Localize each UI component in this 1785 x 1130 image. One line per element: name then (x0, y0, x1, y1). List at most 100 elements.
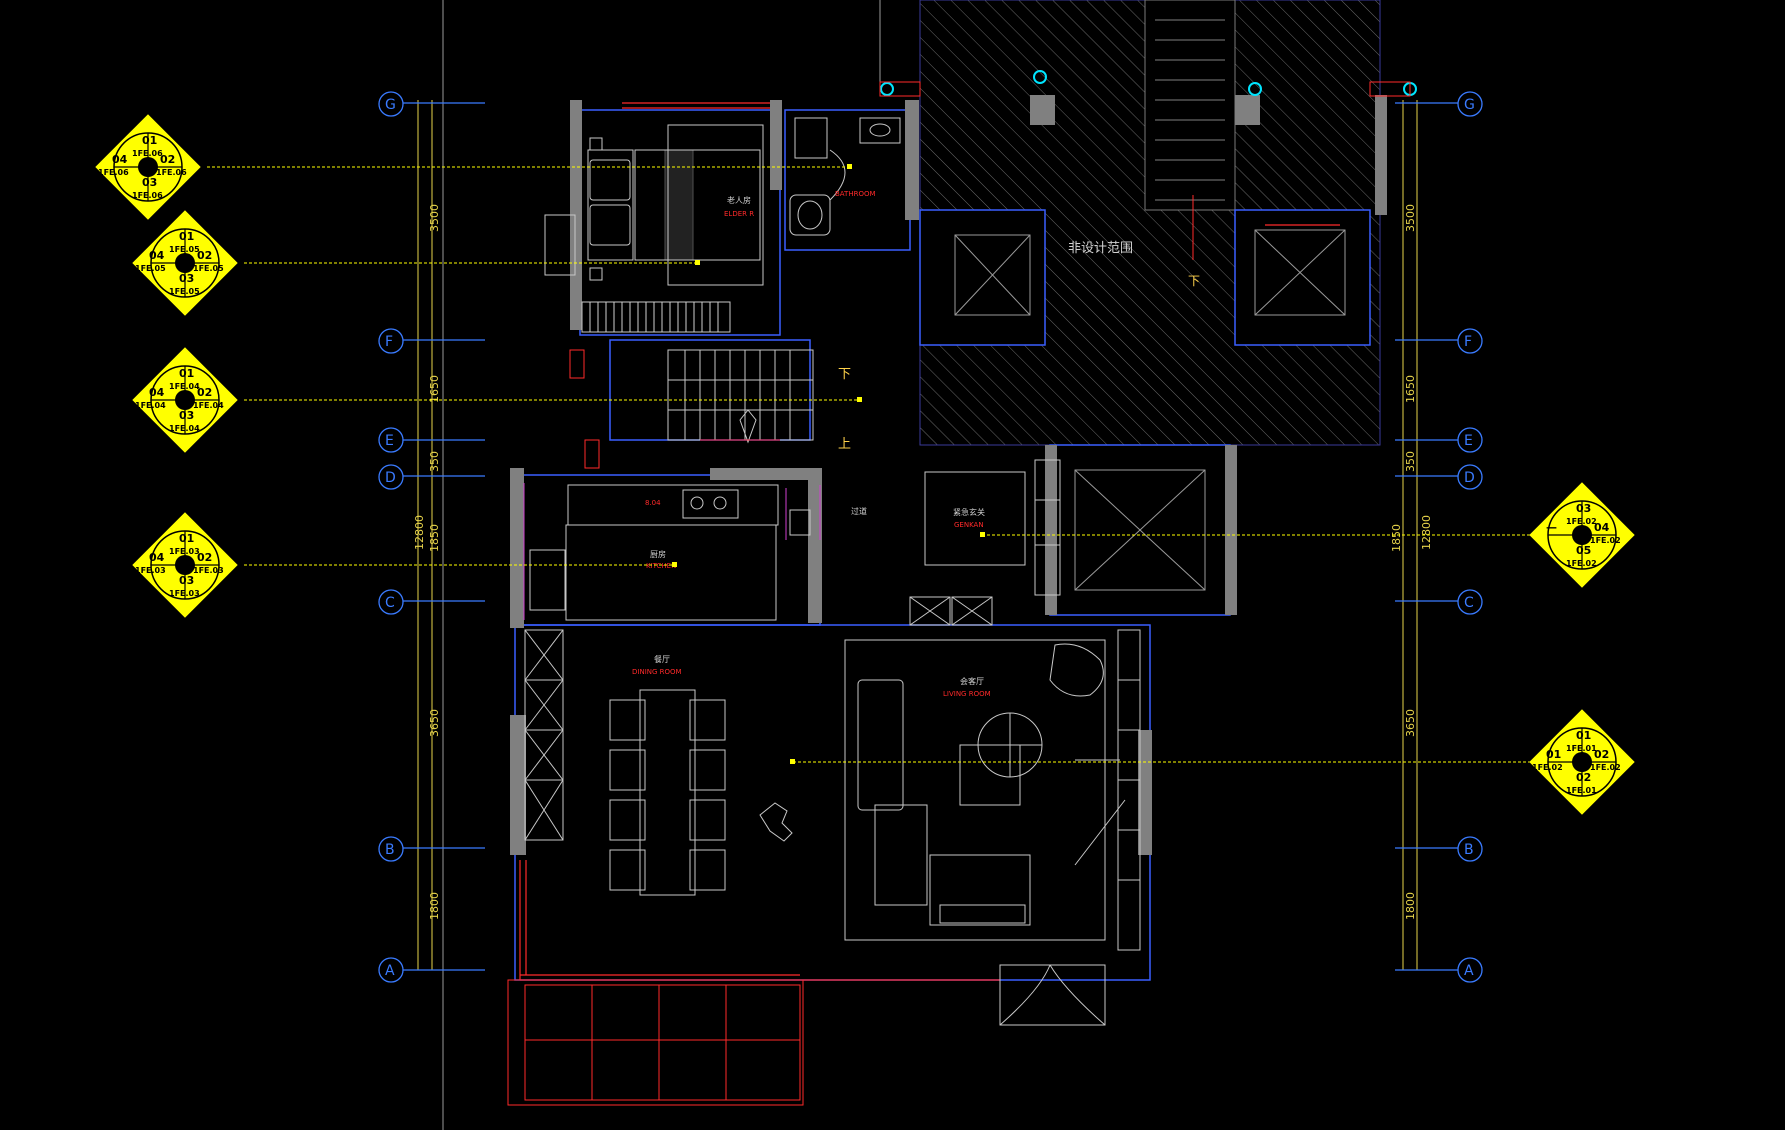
grid-right-a: A (1464, 963, 1474, 979)
genkan-fixtures (909, 459, 1061, 626)
stair-down-label: 下 (838, 367, 851, 382)
tag-number-left: 01 (1546, 748, 1561, 761)
tag-number-left: 04 (149, 551, 165, 564)
dim-left-5: 1800 (428, 892, 441, 920)
tag-ref-top: 1FE.02 (1566, 517, 1597, 526)
non-design-area: 非设计范围 下 (919, 0, 1387, 616)
tag-ref-bottom: 1FE.02 (1566, 559, 1597, 568)
room-labels: 老人房 ELDER R BATHROOM 8.04 厨房 KITCHEN 过道 … (632, 190, 991, 698)
room-dining-cn: 餐厅 (654, 655, 670, 664)
dim-left-0: 3500 (428, 204, 441, 232)
dim-right-5: 1800 (1404, 892, 1417, 920)
tag-ref-bottom: 1FE.05 (169, 287, 200, 296)
grid-right-e: E (1464, 433, 1473, 449)
dim-left-3: 1850 (428, 524, 441, 552)
tag-ref-bottom: 1FE.03 (169, 589, 200, 598)
room-kitchen-en: KITCHEN (646, 562, 676, 570)
dim-left-1: 1650 (428, 375, 441, 403)
tag-ref-top: 1FE.06 (132, 149, 163, 158)
tag-number-left: 04 (112, 153, 128, 166)
tag-number-bottom: 03 (179, 574, 194, 587)
tag-ref-right: 1FE.04 (193, 401, 224, 410)
kitchen-fixtures (529, 484, 811, 621)
grid-right-b: B (1464, 842, 1474, 858)
tag-ref-left: 1FE.03 (135, 566, 166, 575)
room-living-cn: 会客厅 (960, 676, 984, 686)
tag-ref-top: 1FE.04 (169, 382, 200, 391)
sheet-frame (442, 0, 881, 1130)
tag-number-top: 01 (179, 230, 194, 243)
tag-ref-right: 1FE.05 (193, 264, 224, 273)
tag-number-right: 02 (160, 153, 175, 166)
room-living-en: LIVING ROOM (943, 690, 991, 698)
tag-number-top: 01 (179, 367, 194, 380)
column-markers (569, 70, 1417, 469)
tag-number-top: 01 (179, 532, 194, 545)
grid-left-d: D (385, 470, 396, 486)
tag-number-top: 01 (142, 134, 157, 147)
tag-number-left: — (1546, 521, 1557, 534)
room-elder-cn: 老人房 (727, 195, 751, 205)
grid-left-e: E (385, 433, 394, 449)
tag-number-bottom: 03 (179, 409, 194, 422)
room-genkan-cn: 紧急玄关 (953, 507, 985, 517)
dim-left-total: 12800 (413, 515, 426, 550)
room-bathroom-en: BATHROOM (835, 190, 876, 198)
tag-number-right: 04 (1594, 521, 1610, 534)
tag-number-right: 02 (197, 249, 212, 262)
grid-left-f: F (385, 334, 393, 350)
room-genkan-en: GENKAN (954, 521, 984, 529)
tag-ref-right: 1FE.06 (156, 168, 187, 177)
dining-furniture (524, 629, 793, 896)
tag-leader-dots (672, 164, 985, 764)
elevation-tags: 011FE.06041FE.06021FE.06031FE.06011FE.05… (95, 114, 1635, 815)
tag-ref-top: 1FE.05 (169, 245, 200, 254)
tag-ref-top: 1FE.01 (1566, 744, 1597, 753)
tag-number-bottom: 05 (1576, 544, 1591, 557)
dimension-text-left: 3500 1650 350 1850 3650 1800 12800 (413, 204, 441, 920)
grid-right-g: G (1464, 97, 1475, 113)
grid-left-c: C (385, 595, 395, 611)
non-design-area-label: 非设计范围 (1068, 241, 1133, 256)
dim-right-1: 1650 (1404, 375, 1417, 403)
room-elder-en: ELDER R (724, 210, 754, 218)
walls (510, 100, 1340, 981)
stair-up-label: 上 (838, 437, 851, 452)
bathroom-fixtures (789, 117, 901, 236)
tag-number-bottom: 02 (1576, 771, 1591, 784)
tag-number-top: 03 (1576, 502, 1591, 515)
room-dining-en: DINING ROOM (632, 668, 682, 676)
balcony (507, 979, 804, 1106)
tag-ref-bottom: 1FE.04 (169, 424, 200, 433)
tag-number-bottom: 03 (142, 176, 157, 189)
dim-right-3: 1850 (1390, 524, 1403, 552)
tag-leaders (207, 166, 1532, 763)
dim-left-4: 3650 (428, 709, 441, 737)
room-corridor-cn: 过道 (851, 506, 867, 516)
grid-left-g: G (385, 97, 396, 113)
grid-axes-left: G F E D C B A (378, 91, 485, 983)
grid-right-c: C (1464, 595, 1474, 611)
grid-right-d: D (1464, 470, 1475, 486)
tag-number-right: 02 (197, 551, 212, 564)
living-furniture (844, 629, 1141, 951)
tag-ref-right: 1FE.03 (193, 566, 224, 575)
tag-ref-left: 1FE.04 (135, 401, 166, 410)
elder-room-furniture (544, 124, 764, 333)
dim-right-4: 3650 (1404, 709, 1417, 737)
tag-ref-top: 1FE.03 (169, 547, 200, 556)
dim-right-total: 12800 (1420, 515, 1433, 550)
dimension-text-right: 3500 1650 350 1850 3650 1800 12800 (1390, 204, 1433, 920)
grid-left-b: B (385, 842, 395, 858)
tag-ref-left: 1FE.05 (135, 264, 166, 273)
room-kitchen-code: 8.04 (645, 499, 661, 507)
dim-right-0: 3500 (1404, 204, 1417, 232)
tag-ref-bottom: 1FE.06 (132, 191, 163, 200)
